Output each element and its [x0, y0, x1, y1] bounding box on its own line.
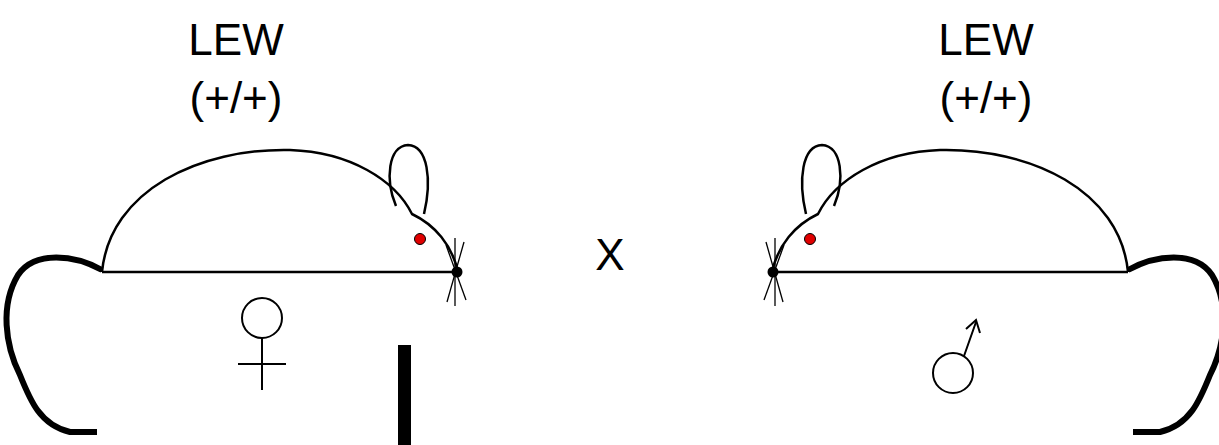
- female-mouse: [6, 145, 466, 432]
- descent-line: [398, 345, 411, 445]
- strain-label: (+/+): [940, 76, 1033, 120]
- cross-symbol: X: [595, 233, 624, 277]
- male-mouse: [764, 145, 1219, 432]
- strain-label: LEW: [938, 18, 1033, 62]
- female-symbol: [238, 298, 286, 390]
- male-symbol: [933, 320, 980, 393]
- strain-label: LEW: [188, 18, 283, 62]
- strain-label: (+/+): [190, 76, 283, 120]
